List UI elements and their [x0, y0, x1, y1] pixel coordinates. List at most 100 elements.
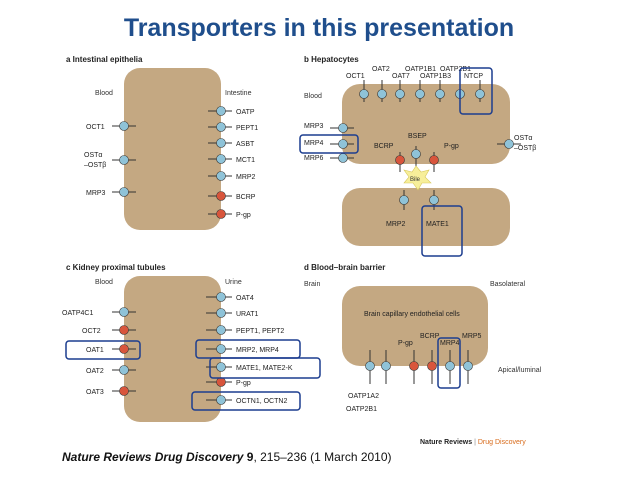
hepatocyte-lower — [342, 188, 510, 246]
svg-text:P-gp: P-gp — [444, 143, 459, 150]
svg-text:OCT2: OCT2 — [82, 328, 101, 335]
panel-b-canalicular: BSEP BCRP P-gp Bile MRP2 MATE1 — [374, 133, 459, 228]
transporter-oatp: OATP — [208, 106, 255, 116]
svg-text:MRP2: MRP2 — [386, 221, 406, 228]
svg-text:OATP1B1: OATP1B1 — [405, 66, 436, 73]
svg-text:OATP2B1: OATP2B1 — [346, 406, 377, 413]
endothelial-cell — [342, 286, 488, 366]
svg-text:PEPT1, PEPT2: PEPT1, PEPT2 — [236, 328, 284, 335]
svg-text:PEPT1: PEPT1 — [236, 125, 258, 132]
highlight-mrp4 — [299, 134, 359, 154]
citation-rest: , 215–236 (1 March 2010) — [253, 450, 392, 464]
highlight-mate1-mate2k — [209, 357, 321, 379]
panel-b: b Hepatocytes Blood OCT1 OAT2 OAT7 OATP1… — [299, 55, 536, 257]
svg-text:OATP4C1: OATP4C1 — [62, 310, 93, 317]
highlight-mate1 — [421, 205, 463, 257]
slide-title: Transporters in this presentation — [123, 14, 515, 42]
svg-text:OATP: OATP — [236, 109, 255, 116]
svg-text:BSEP: BSEP — [408, 133, 427, 140]
svg-text:P-gp: P-gp — [236, 212, 251, 219]
panel-a-intestine-label: Intestine — [225, 90, 252, 97]
citation-volume: 9 — [246, 450, 254, 464]
svg-text:BCRP: BCRP — [236, 194, 256, 201]
panel-a-title: a Intestinal epithelia — [66, 55, 143, 64]
highlight-oat1 — [65, 340, 141, 360]
svg-text:MRP2: MRP2 — [236, 174, 256, 181]
panel-b-blood-label: Blood — [304, 93, 322, 100]
svg-text:MCT1: MCT1 — [236, 157, 255, 164]
intestinal-cell — [124, 68, 221, 230]
svg-text:OCT1: OCT1 — [86, 124, 105, 131]
svg-text:URAT1: URAT1 — [236, 311, 259, 318]
svg-text:MRP3: MRP3 — [86, 190, 106, 197]
svg-text:OSTα: OSTα — [514, 135, 532, 142]
panel-c-title: c Kidney proximal tubules — [66, 263, 166, 272]
svg-text:–OSTβ: –OSTβ — [514, 145, 536, 152]
svg-text:MRP6: MRP6 — [304, 155, 324, 162]
highlight-ntcp — [459, 67, 493, 115]
svg-text:–OSTβ: –OSTβ — [84, 162, 106, 169]
transporter-ost: OSTα –OSTβ — [84, 152, 136, 169]
svg-text:OAT3: OAT3 — [86, 389, 104, 396]
svg-text:MRP4: MRP4 — [440, 340, 460, 347]
svg-text:MATE1: MATE1 — [426, 221, 449, 228]
bile-label: Bile — [410, 177, 421, 183]
kidney-cell — [124, 276, 221, 422]
bile-star — [403, 165, 432, 191]
svg-text:OAT1: OAT1 — [86, 347, 104, 354]
endothelial-label: Brain capillary endothelial cells — [364, 311, 460, 318]
svg-text:OAT2: OAT2 — [86, 368, 104, 375]
svg-text:MRP2, MRP4: MRP2, MRP4 — [236, 347, 279, 354]
svg-text:BCRP: BCRP — [420, 333, 440, 340]
transporter-mrp3: MRP3 — [86, 187, 136, 197]
panel-c-left-transporters: OATP4C1 OCT2 OAT1 OAT2 OAT3 — [62, 307, 136, 396]
highlight-mrp4-bbb — [437, 337, 461, 389]
transporter-asbt: ASBT — [208, 138, 255, 148]
svg-text:OCTN1, OCTN2: OCTN1, OCTN2 — [236, 398, 287, 405]
panel-a-blood-label: Blood — [95, 90, 113, 97]
transporter-oct1: OCT1 — [86, 121, 136, 131]
svg-text:NTCP: NTCP — [464, 73, 483, 80]
transporter-mrp2: MRP2 — [208, 171, 256, 181]
panel-c-blood-label: Blood — [95, 279, 113, 286]
svg-text:OATP2B1: OATP2B1 — [440, 66, 471, 73]
svg-text:OSTα: OSTα — [84, 152, 102, 159]
figure-credit: Nature Reviews | Drug Discovery — [420, 439, 526, 446]
citation-journal: Nature Reviews Drug Discovery — [62, 450, 244, 464]
svg-text:OCT1: OCT1 — [346, 73, 365, 80]
svg-text:ASBT: ASBT — [236, 141, 255, 148]
panel-d-apical-label: Apical/luminal — [498, 367, 542, 374]
credit-brand: Nature Reviews — [420, 439, 473, 446]
panel-d-basolateral-label: Basolateral — [490, 281, 525, 288]
highlight-octn — [191, 391, 301, 411]
svg-text:MATE1, MATE2-K: MATE1, MATE2-K — [236, 365, 293, 372]
credit-separator: | — [474, 439, 476, 446]
panel-a: a Intestinal epithelia Blood Intestine O… — [66, 55, 258, 230]
panel-d-brain-label: Brain — [304, 281, 320, 288]
panel-a-left-transporters: OCT1 OSTα –OSTβ MRP3 — [84, 121, 136, 197]
citation: Nature Reviews Drug Discovery 9, 215–236… — [62, 450, 392, 464]
svg-text:MRP3: MRP3 — [304, 123, 324, 130]
svg-text:MRP4: MRP4 — [304, 140, 324, 147]
panel-d-title: d Blood–brain barrier — [304, 263, 385, 272]
hepatocyte-upper — [342, 84, 510, 164]
transporter-pept1: PEPT1 — [208, 122, 258, 132]
panel-b-title: b Hepatocytes — [304, 55, 359, 64]
panel-c: c Kidney proximal tubules Blood Urine OA… — [62, 263, 321, 422]
svg-text:OAT7: OAT7 — [392, 73, 410, 80]
credit-section: Drug Discovery — [477, 439, 526, 446]
svg-text:OAT4: OAT4 — [236, 295, 254, 302]
panel-c-right-transporters: OAT4 URAT1 PEPT1, PEPT2 MRP2, MRP4 MATE1… — [206, 292, 293, 405]
transporter-mct1: MCT1 — [208, 154, 255, 164]
svg-text:OAT2: OAT2 — [372, 66, 390, 73]
panel-b-right-transporters: OSTα –OSTβ — [497, 135, 536, 152]
panel-c-urine-label: Urine — [225, 279, 242, 286]
svg-text:OATP1A2: OATP1A2 — [348, 393, 379, 400]
transporter-bcrp: BCRP — [208, 191, 256, 201]
transporter-pgp: P-gp — [208, 209, 251, 219]
svg-text:P-gp: P-gp — [398, 340, 413, 347]
panel-d-markers — [365, 350, 473, 384]
svg-text:OATP1B3: OATP1B3 — [420, 73, 451, 80]
panel-a-right-transporters: OATP PEPT1 ASBT MCT1 MRP2 BCRP P-gp — [208, 106, 258, 219]
